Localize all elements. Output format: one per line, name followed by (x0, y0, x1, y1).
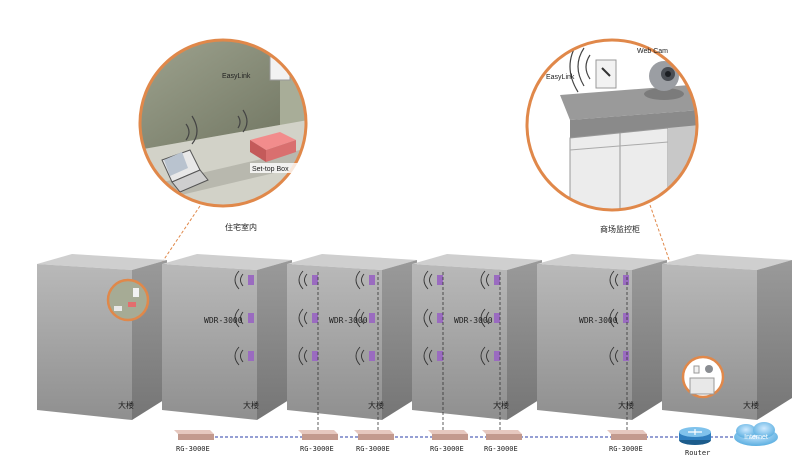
building-3: 大楼 WDR-3000 (287, 254, 417, 420)
building-label: 大楼 (243, 400, 259, 410)
wifi-waves-icon (423, 346, 433, 366)
webcam-icon (644, 61, 684, 100)
building-1: 大楼 (37, 254, 167, 420)
router-icon (679, 427, 711, 445)
ap-node (369, 275, 375, 285)
ap-node (437, 351, 443, 361)
switch-2: RG-3000E (298, 430, 338, 453)
switch-5: RG-3000E (482, 430, 522, 453)
switch-label: RG-3000E (300, 445, 334, 453)
home-easylink-label: EasyLink (222, 73, 251, 80)
ap-label: WDR-3000 (329, 316, 368, 325)
home-callout: EasyLink Set-top Box 住宅室内 (138, 38, 308, 293)
wifi-waves-icon (355, 270, 365, 290)
home-mini-callout (106, 278, 150, 322)
ap-node (623, 313, 629, 323)
set-top-box-label: Set-top Box (252, 166, 289, 173)
router-label: Router (685, 449, 710, 457)
ap-node (494, 313, 500, 323)
ap-node (623, 275, 629, 285)
shop-mini-callout (681, 355, 725, 399)
switch-label: RG-3000E (176, 445, 210, 453)
switch-6: RG-3000E (607, 430, 647, 453)
switch-label: RG-3000E (484, 445, 518, 453)
ap-node (369, 313, 375, 323)
wifi-waves-icon (355, 346, 365, 366)
ap-node (248, 351, 254, 361)
wifi-waves-icon (234, 270, 244, 290)
ap-node (437, 275, 443, 285)
buildings: 大楼 大楼 WDR-3000 大楼 WDR-3000 大楼 WDR-3000 大楼 WDR-30… (37, 254, 792, 420)
ap-node (494, 351, 500, 361)
wifi-waves-icon (294, 44, 306, 80)
ap-label: WDR-3000 (204, 316, 243, 325)
internet-cloud-icon (734, 422, 778, 446)
building-label: 大楼 (493, 400, 509, 410)
shop-caption: 商场监控柜 (600, 224, 640, 234)
building-label: 大楼 (618, 400, 634, 410)
easylink-device (269, 49, 291, 81)
building-6: 大楼 (662, 254, 792, 420)
wifi-waves-icon (298, 308, 308, 328)
ap-label: WDR-3000 (579, 316, 618, 325)
wifi-waves-icon (423, 270, 433, 290)
wifi-waves-icon (234, 346, 244, 366)
switch-label: RG-3000E (609, 445, 643, 453)
ap-node (248, 313, 254, 323)
ap-node (437, 313, 443, 323)
switches: RG-3000E RG-3000E RG-3000E RG-3000E RG-3000E… (174, 430, 647, 453)
wifi-waves-icon (480, 270, 490, 290)
ap-node (623, 351, 629, 361)
building-5: 大楼 WDR-3000 (537, 254, 667, 420)
wifi-waves-icon (298, 346, 308, 366)
switch-label: RG-3000E (430, 445, 464, 453)
ap-node (494, 275, 500, 285)
wifi-waves-icon (609, 346, 619, 366)
shop-easylink-label: EasyLink (546, 74, 575, 81)
laptop-icon (161, 149, 209, 193)
building-label: 大楼 (368, 400, 384, 410)
ap-node (369, 351, 375, 361)
building-label: 大楼 (743, 400, 759, 410)
switch-3: RG-3000E (354, 430, 394, 453)
wifi-waves-icon (355, 308, 365, 328)
ap-label: WDR-3000 (454, 316, 493, 325)
building-2: 大楼 WDR-3000 (162, 254, 292, 420)
switch-label: RG-3000E (356, 445, 390, 453)
ap-node (312, 313, 318, 323)
wifi-waves-icon (609, 308, 619, 328)
wifi-waves-icon (234, 308, 244, 328)
wifi-waves-icon (423, 308, 433, 328)
ap-node (312, 275, 318, 285)
ap-node (312, 351, 318, 361)
internet-label: Internet (744, 434, 768, 441)
shop-easylink-device (595, 59, 617, 89)
home-caption: 住宅室内 (225, 222, 257, 232)
switch-4: RG-3000E (428, 430, 468, 453)
building-4: 大楼 WDR-3000 (412, 254, 542, 420)
wifi-waves-icon (609, 270, 619, 290)
shop-callout: EasyLink Web Cam 商场监控柜 (525, 38, 705, 361)
wifi-waves-icon (298, 270, 308, 290)
switch-1: RG-3000E (174, 430, 214, 453)
set-top-box (250, 132, 296, 162)
ap-node (248, 275, 254, 285)
building-label: 大楼 (118, 400, 134, 410)
webcam-label: Web Cam (637, 48, 668, 55)
wifi-waves-icon (480, 346, 490, 366)
wifi-waves-icon (480, 308, 490, 328)
